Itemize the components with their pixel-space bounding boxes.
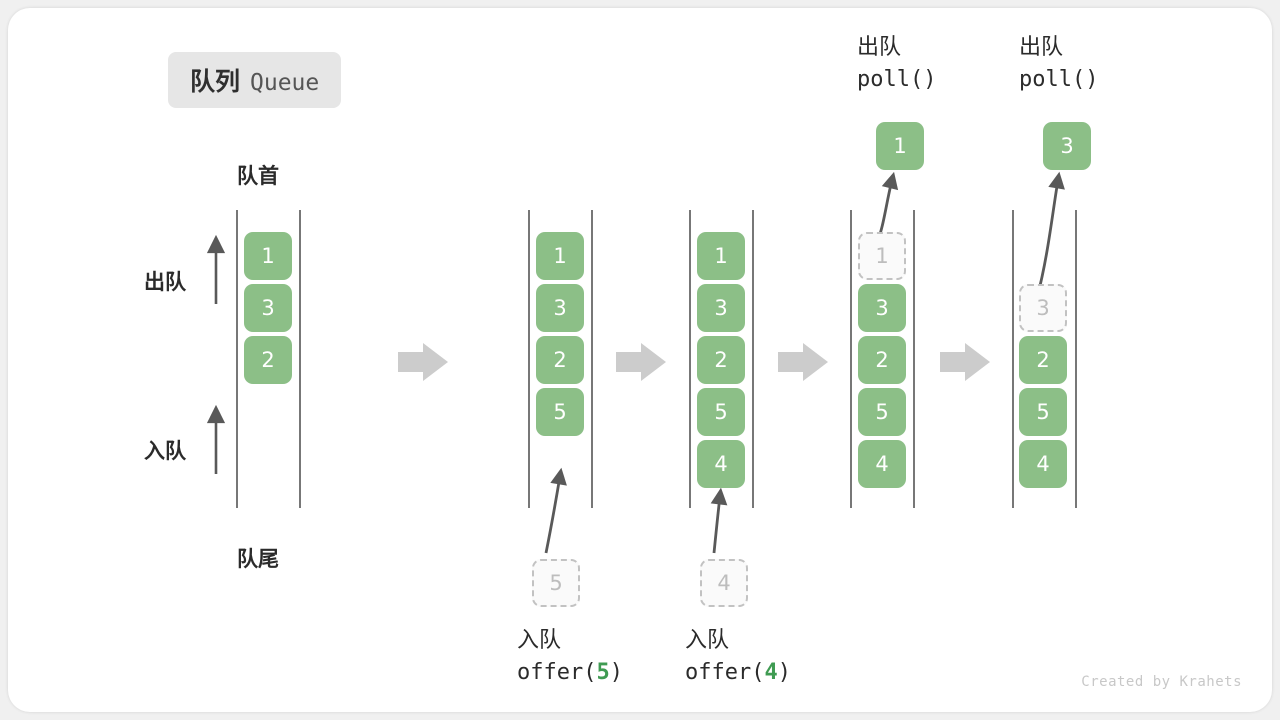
- state-poll-1: 1 3 2 5 4: [858, 232, 906, 488]
- queue-cell: 2: [536, 336, 584, 384]
- incoming-ghost-cell: 5: [532, 559, 580, 607]
- queue-cell: 4: [697, 440, 745, 488]
- code-pre: offer(: [517, 659, 597, 685]
- caption-offer-5-code: offer(5): [517, 657, 623, 689]
- queue-cell: 1: [536, 232, 584, 280]
- code-post: ): [609, 659, 623, 685]
- caption-offer-4: 入队 offer(4): [685, 625, 791, 689]
- queue-cell: 5: [697, 388, 745, 436]
- vector-overlay: [206, 171, 1077, 554]
- queue-rails: [236, 210, 1077, 508]
- queue-cell: 2: [1019, 336, 1067, 384]
- label-enqueue-direction: 入队: [144, 439, 186, 463]
- diagram-title-badge: 队列 Queue: [168, 52, 342, 108]
- code-num: 5: [596, 659, 610, 685]
- queue-cell: 5: [1019, 388, 1067, 436]
- caption-poll-3-cn: 出队: [1019, 35, 1064, 60]
- queue-cell: 2: [858, 336, 906, 384]
- enqueue-arrow-5: [544, 467, 567, 554]
- popped-cell: 3: [1043, 122, 1091, 170]
- caption-poll-1-cn: 出队: [857, 35, 902, 60]
- code-pre: offer(: [685, 659, 765, 685]
- code-post: ): [777, 659, 791, 685]
- title-cn: 队列: [190, 67, 241, 96]
- queue-cell-ghost: 1: [858, 232, 906, 280]
- caption-poll-1: 出队 poll(): [857, 32, 936, 96]
- queue-cell: 1: [697, 232, 745, 280]
- queue-cell: 4: [858, 440, 906, 488]
- credit-text: Created by Krahets: [1081, 674, 1242, 690]
- label-dequeue-direction: 出队: [144, 270, 186, 294]
- queue-cell: 4: [1019, 440, 1067, 488]
- caption-poll-1-code: poll(): [857, 66, 937, 92]
- state-initial: 1 3 2: [244, 232, 292, 384]
- queue-cell: 1: [244, 232, 292, 280]
- title-en: Queue: [250, 70, 320, 96]
- state-poll-3: 3 2 5 4: [1019, 284, 1067, 488]
- popped-cell: 1: [876, 122, 924, 170]
- queue-cell: 3: [858, 284, 906, 332]
- state-after-offer-5: 1 3 2 5: [536, 232, 584, 436]
- flow-arrow-4: [940, 343, 990, 381]
- dequeue-arrow-3: [1035, 171, 1065, 299]
- caption-offer-4-cn: 入队: [685, 628, 730, 653]
- queue-cell: 3: [697, 284, 745, 332]
- caption-offer-4-code: offer(4): [685, 657, 791, 689]
- label-queue-front: 队首: [237, 164, 279, 188]
- diagram-card: 队列 Queue 队首 队尾 出队 入队: [8, 8, 1272, 712]
- caption-poll-3: 出队 poll(): [1019, 32, 1098, 96]
- label-queue-rear: 队尾: [237, 547, 279, 571]
- flow-arrow-3: [778, 343, 828, 381]
- state-after-offer-4: 1 3 2 5 4: [697, 232, 745, 488]
- enqueue-arrow-4: [710, 487, 728, 554]
- flow-arrow-1: [398, 343, 448, 381]
- queue-cell-ghost: 3: [1019, 284, 1067, 332]
- caption-offer-5-cn: 入队: [517, 628, 562, 653]
- caption-poll-3-code: poll(): [1019, 66, 1099, 92]
- caption-offer-5: 入队 offer(5): [517, 625, 623, 689]
- queue-cell: 2: [244, 336, 292, 384]
- queue-cell: 2: [697, 336, 745, 384]
- queue-cell: 5: [536, 388, 584, 436]
- queue-cell: 3: [244, 284, 292, 332]
- flow-arrow-2: [616, 343, 666, 381]
- code-num: 4: [764, 659, 778, 685]
- queue-cell: 3: [536, 284, 584, 332]
- queue-cell: 5: [858, 388, 906, 436]
- incoming-ghost-cell: 4: [700, 559, 748, 607]
